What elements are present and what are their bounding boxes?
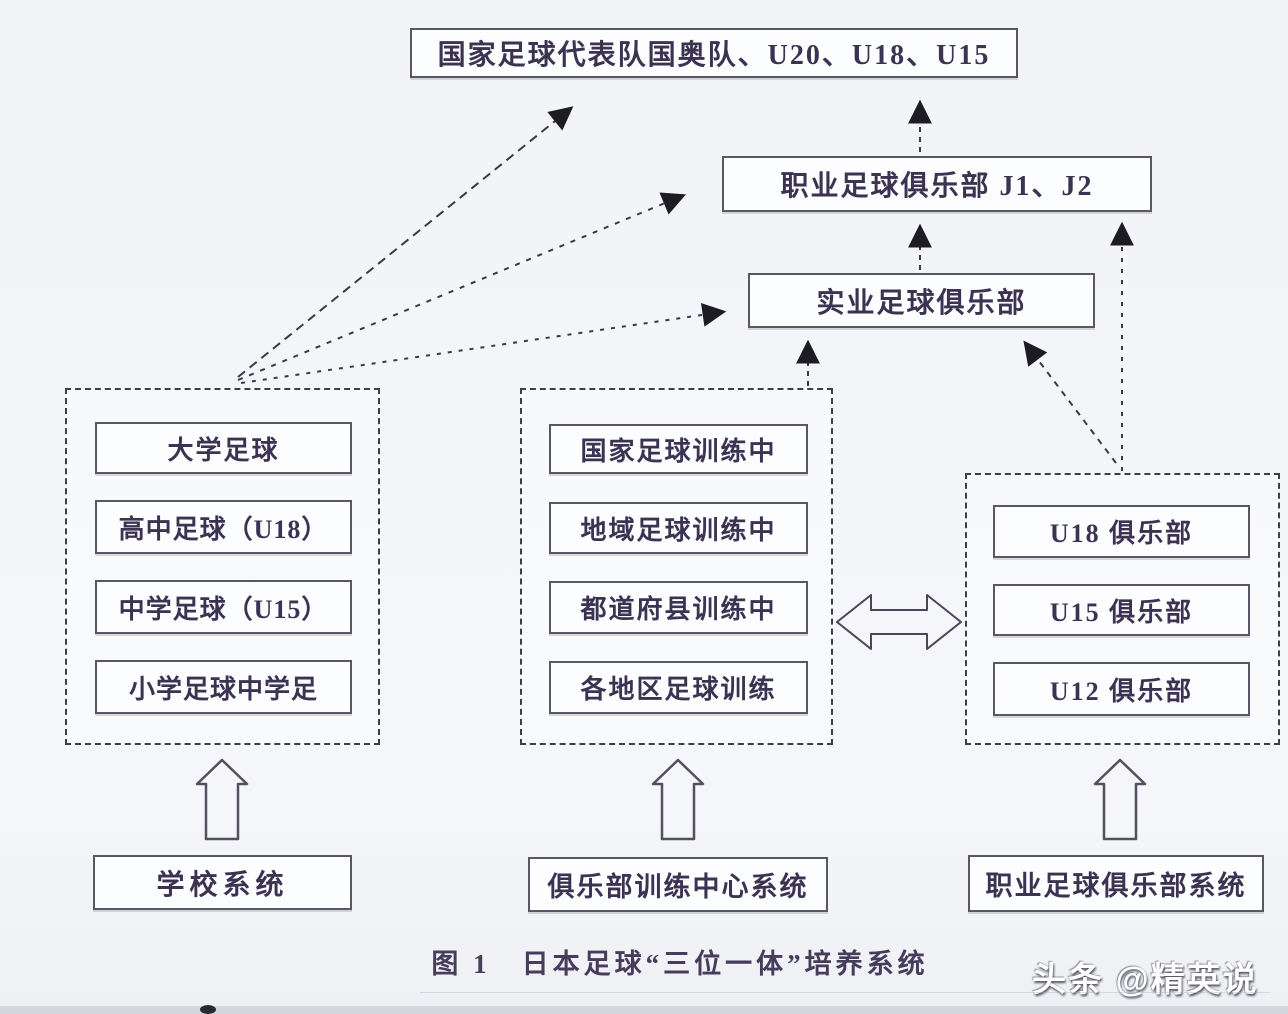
school-item-elementary: 小学足球中学足 [95,660,352,714]
arrow-school-to-national-team [237,106,574,378]
pro-club-box: 职业足球俱乐部 J1、J2 [722,156,1152,212]
block-arrow-school-system [195,758,249,841]
training-item-national: 国家足球训练中 [549,424,808,474]
training-item-district: 各地区足球训练 [549,661,808,714]
scan-artifact-line [420,992,1270,993]
scan-artifact-dot [200,1005,216,1014]
school-item-university: 大学足球 [95,422,352,474]
club-item-u15: U15 俱乐部 [993,584,1250,636]
club-system-box: 职业足球俱乐部系统 [968,855,1264,912]
national-team-box: 国家足球代表队国奥队、U20、U18、U15 [410,28,1018,78]
school-item-middleschool: 中学足球（U15） [95,580,352,634]
school-item-highschool: 高中足球（U18） [95,500,352,554]
training-system-box: 俱乐部训练中心系统 [528,857,828,912]
club-item-u18: U18 俱乐部 [993,505,1250,558]
watermark-toutiao: 头条 @精英说 [1032,961,1259,999]
arrow-school-to-pro-club [237,192,687,381]
figure-caption: 图 1 日本足球“三位一体”培养系统 [431,949,929,979]
block-arrow-training-system [651,758,705,841]
double-arrow-training-clubs [836,594,962,650]
arrow-clubs-to-industrial-club [1023,340,1117,464]
scan-bottom-band [0,1006,1288,1014]
training-item-prefecture: 都道府县训练中 [549,581,808,634]
club-item-u12: U12 俱乐部 [993,662,1250,716]
training-item-regional: 地域足球训练中 [549,502,808,554]
block-arrow-club-system [1093,758,1147,841]
school-system-box: 学校系统 [93,855,352,910]
industrial-club-box: 实业足球俱乐部 [748,273,1095,328]
arrow-school-to-industrial-club [240,303,727,384]
